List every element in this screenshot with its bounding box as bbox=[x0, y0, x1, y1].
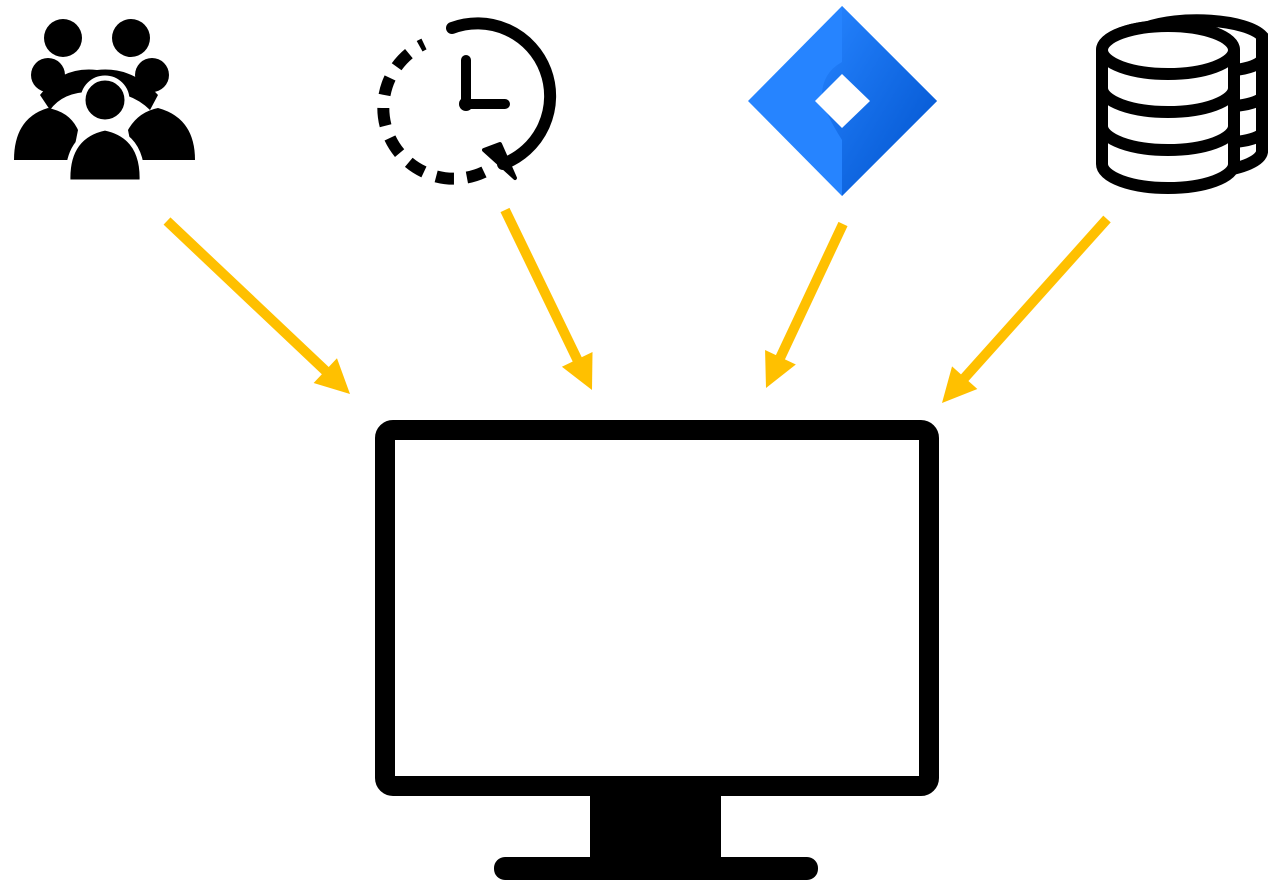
arrow-history-to-computer bbox=[500, 207, 583, 364]
arrows-layer bbox=[163, 207, 1111, 403]
database-stack-icon bbox=[1096, 14, 1268, 194]
arrowhead-jira bbox=[765, 349, 796, 388]
arrow-jira-to-computer bbox=[775, 221, 848, 362]
jira-logo-icon bbox=[748, 6, 937, 196]
monitor-icon bbox=[375, 420, 939, 880]
clock-history-icon bbox=[377, 17, 557, 185]
arrowhead-history bbox=[561, 351, 593, 390]
arrow-team-to-computer bbox=[163, 217, 331, 376]
arrow-database-to-computer bbox=[959, 215, 1111, 383]
people-group-icon bbox=[14, 19, 195, 185]
arrowhead-database bbox=[942, 366, 978, 403]
arrowhead-team bbox=[313, 358, 350, 394]
